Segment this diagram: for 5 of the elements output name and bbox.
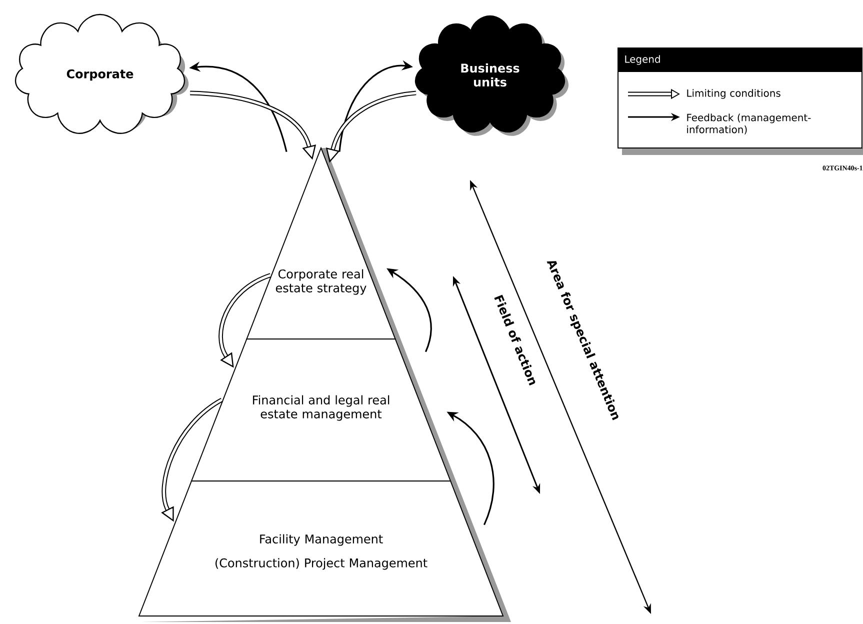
legend-title: Legend (625, 55, 660, 65)
cloud: Corporate (14, 14, 189, 134)
legend-text: Feedback (management-information) (687, 114, 811, 134)
legend-text: Limiting conditions (687, 89, 780, 99)
cloud: Business units (414, 15, 568, 136)
